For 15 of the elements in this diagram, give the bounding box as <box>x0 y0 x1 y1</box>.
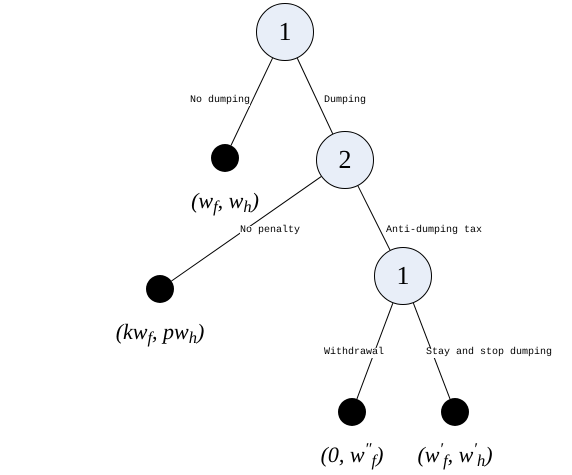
edge-label: Anti-dumping tax <box>386 226 482 236</box>
edge-label: Dumping <box>324 96 366 106</box>
branch-line <box>356 302 394 400</box>
player-number: 1 <box>396 263 410 289</box>
branch-line <box>296 58 334 134</box>
player-number: 2 <box>338 147 352 173</box>
edge-label: No penalty <box>240 226 300 236</box>
branch-line <box>357 185 391 251</box>
player-number: 1 <box>278 19 292 45</box>
edge-label: No dumping <box>190 96 250 106</box>
branch-line <box>170 176 322 282</box>
branch-line <box>412 302 450 400</box>
branch-line <box>230 58 274 146</box>
edge-label: Withdrawal <box>324 348 384 358</box>
edge-label: Stay and stop dumping <box>426 348 552 358</box>
